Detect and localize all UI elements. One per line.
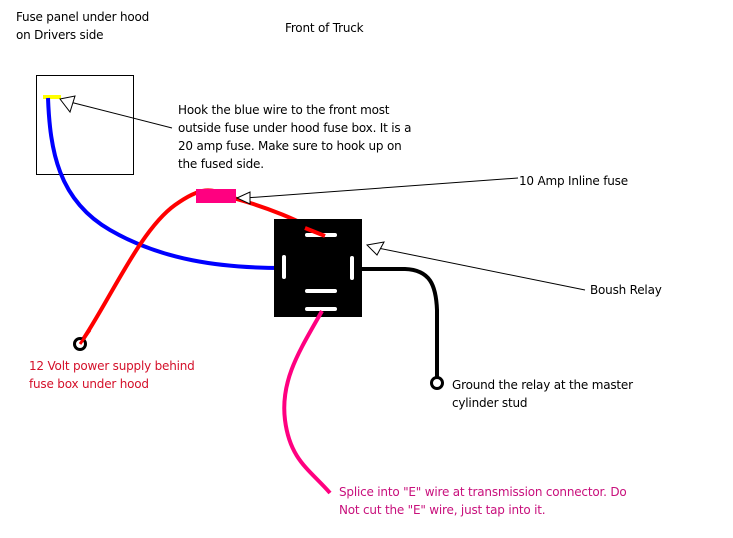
leader-relay <box>365 241 586 291</box>
ground-label: Ground the relay at the master cylinder … <box>452 378 633 410</box>
relay-pin-85 <box>350 256 354 280</box>
front-of-truck-label: Front of Truck <box>285 21 364 35</box>
splice-label: Splice into "E" wire at transmission con… <box>339 485 627 517</box>
pink-wire <box>282 310 332 495</box>
relay-pin-86 <box>282 255 286 279</box>
power-supply-label: 12 Volt power supply behind fuse box und… <box>29 359 195 391</box>
ground-terminal <box>430 376 444 390</box>
leader-fuse-panel <box>59 95 173 129</box>
relay-pin-30 <box>305 289 337 293</box>
inline-fuse-label: 10 Amp Inline fuse <box>519 174 628 188</box>
fuse-panel-label: Fuse panel under hood on Drivers side <box>16 10 150 42</box>
blue-wire <box>46 97 284 270</box>
leader-inline-fuse <box>235 177 519 205</box>
fuse-panel-box <box>36 75 134 175</box>
blue-wire-note: Hook the blue wire to the front most out… <box>178 103 412 171</box>
inline-fuse <box>196 189 236 203</box>
red-wire-start <box>78 329 92 345</box>
relay-label: Boush Relay <box>590 283 662 297</box>
relay-pin-87a <box>305 307 337 311</box>
fuse-terminal <box>43 95 61 99</box>
ground-wire <box>362 267 439 378</box>
red-wire-end <box>304 226 326 238</box>
